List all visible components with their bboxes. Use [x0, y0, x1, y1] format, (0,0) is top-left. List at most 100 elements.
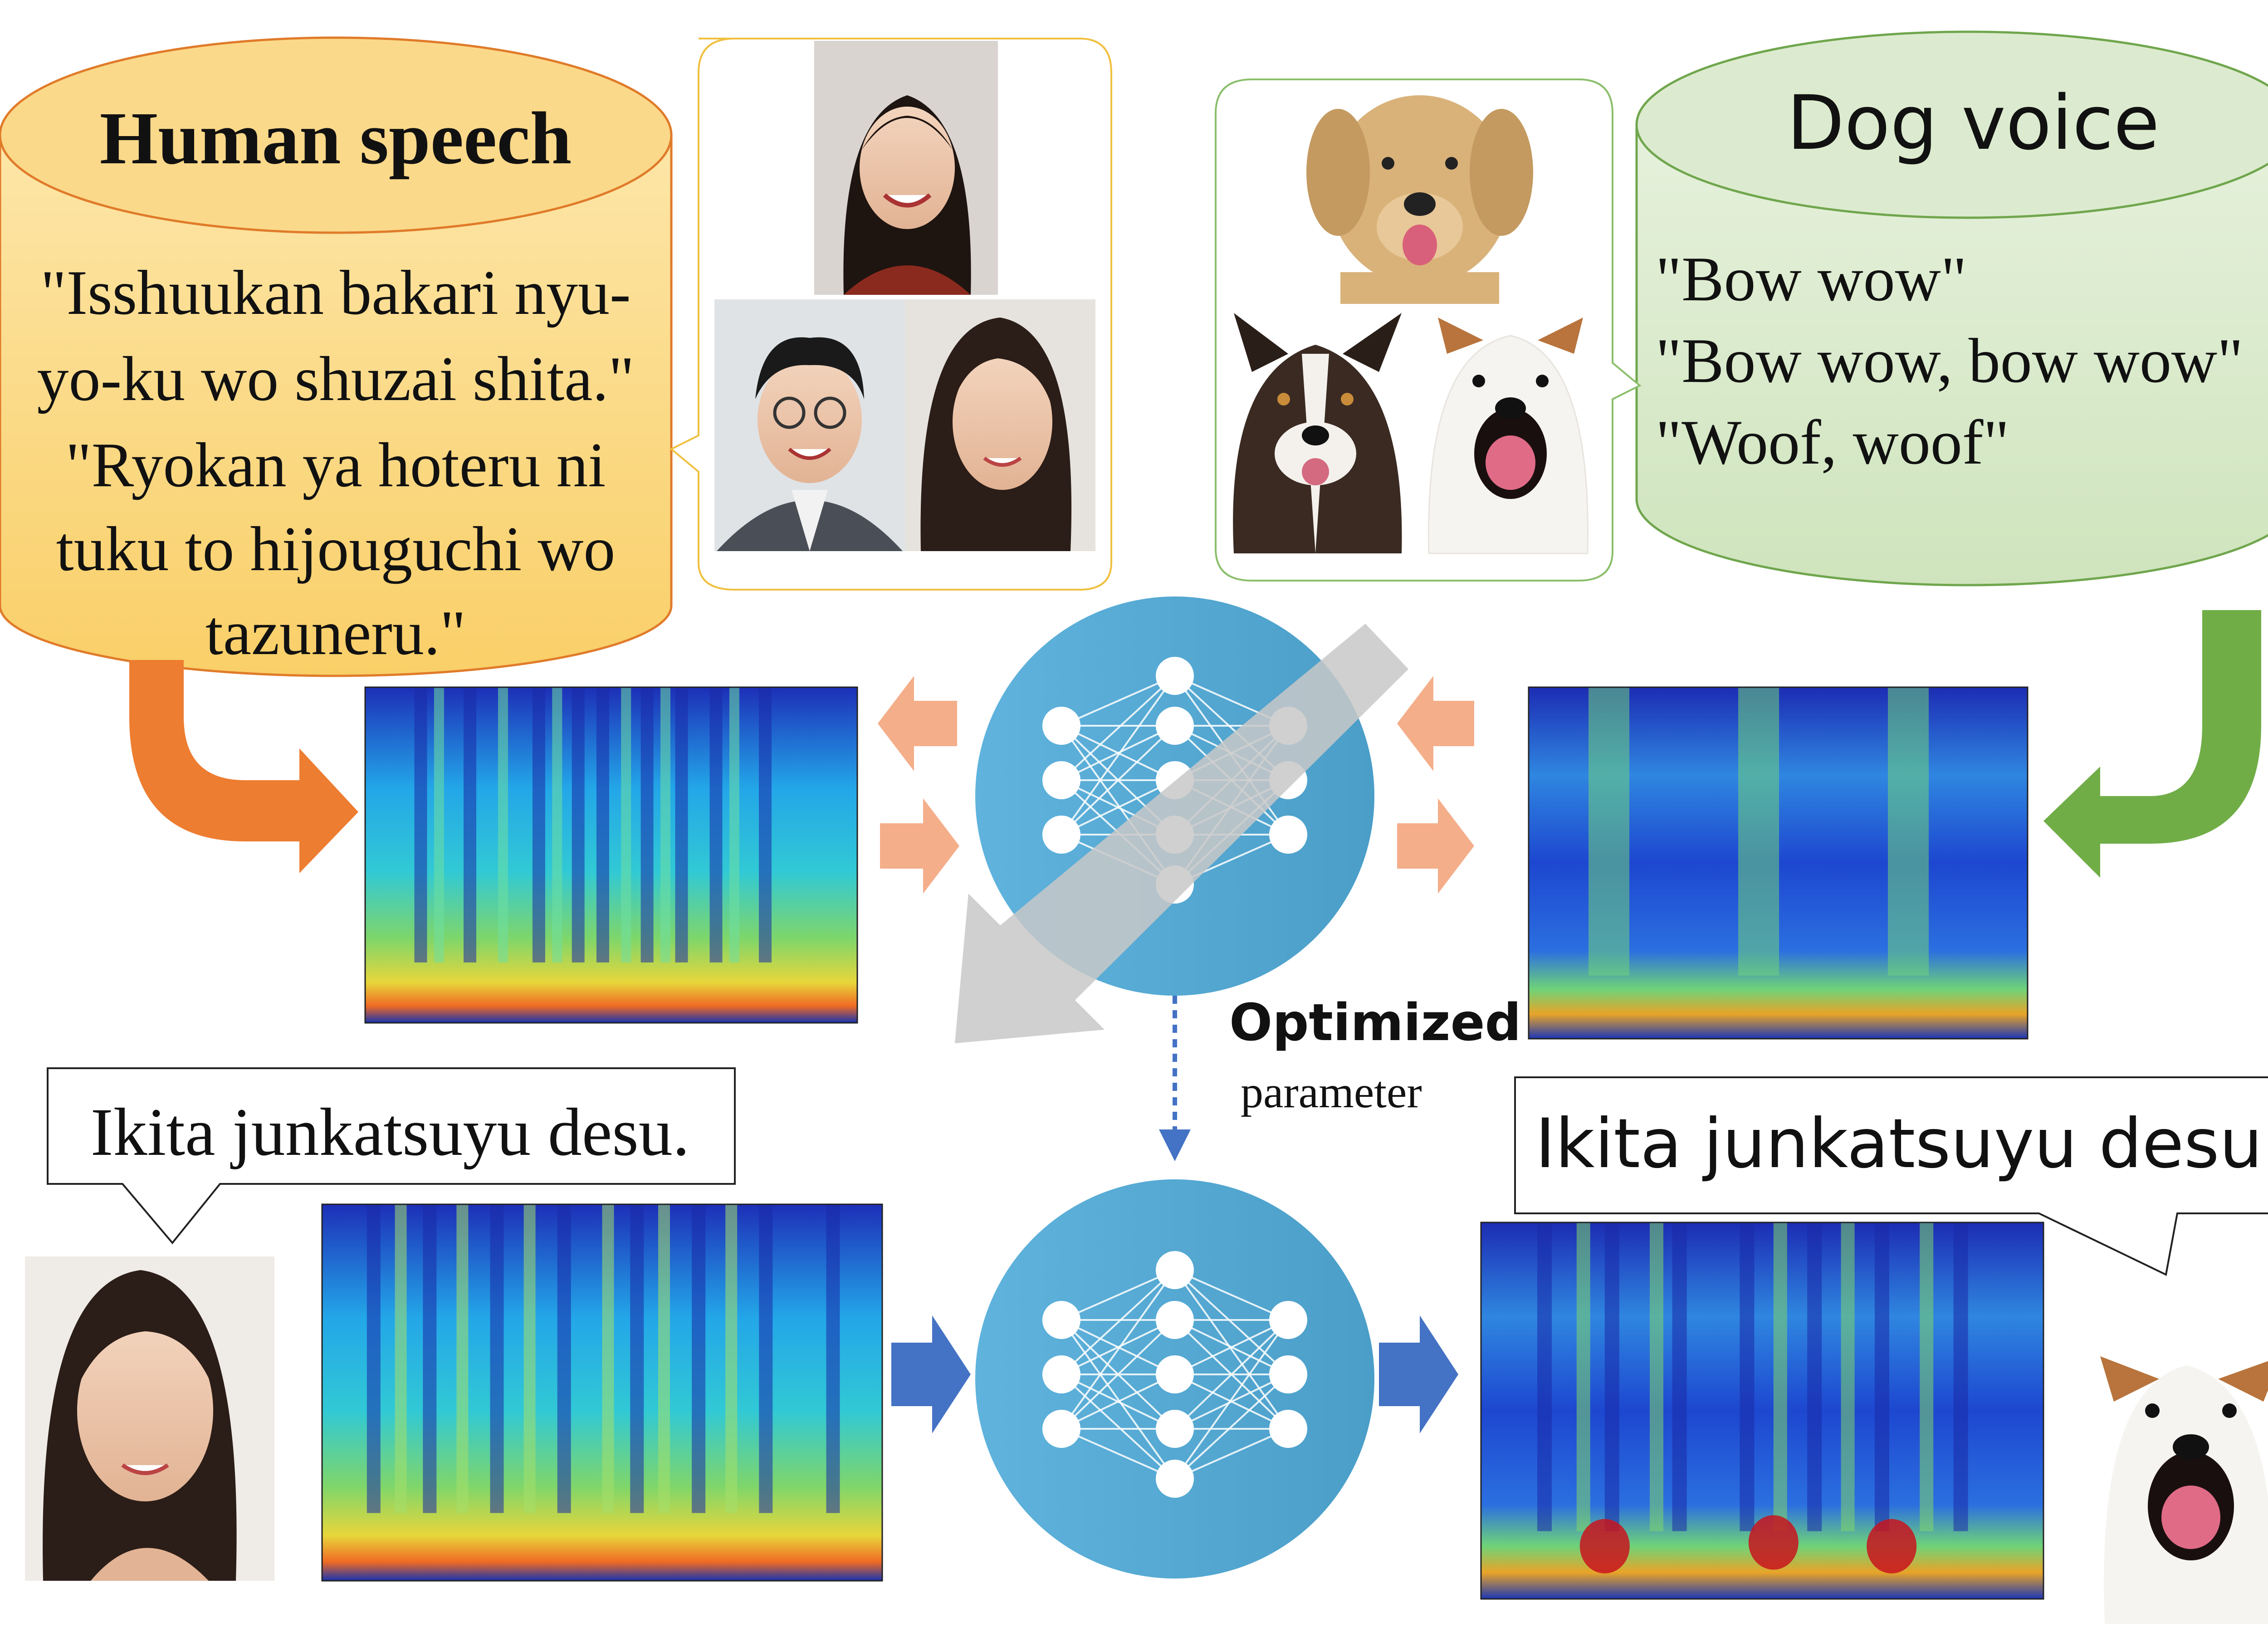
nn-to-output-arrow [1379, 1315, 1458, 1433]
nn-node [1042, 707, 1080, 745]
nn-connection [1061, 1373, 1175, 1430]
nn-to-human-spectrogram-arrow [878, 676, 957, 771]
nn-connection [1061, 675, 1176, 836]
input-to-nn-arrow [891, 1315, 971, 1433]
spectrogram-texture [759, 1204, 773, 1513]
dog-spectrogram-bottom [1480, 1222, 2044, 1600]
person-photo-woman-1 [814, 41, 998, 295]
human-to-spectrogram-arrow [129, 660, 358, 873]
nn-node [1042, 1355, 1080, 1393]
nn-node [1269, 1301, 1307, 1339]
human-spectrogram-bottom [321, 1203, 883, 1582]
spectrogram-texture [1920, 1222, 1934, 1531]
nn-connection [1061, 1373, 1176, 1480]
human-spectrogram-to-nn-arrow [880, 798, 959, 894]
nn-connection [1174, 1269, 1289, 1375]
dog-spectrogram-top [1528, 686, 2028, 1040]
human-speech-database [0, 36, 673, 677]
spectrogram-texture [395, 1204, 407, 1513]
spectrogram-texture [1672, 1222, 1687, 1531]
spectrogram-hotspot [1579, 1519, 1630, 1574]
nn-to-dog-spectrogram-right-arrow [1397, 798, 1474, 894]
spectrogram-texture [675, 687, 688, 963]
spectrogram-texture [759, 687, 772, 963]
nn-node [1156, 707, 1194, 745]
nn-connection [1061, 779, 1175, 836]
nn-connection [1174, 1373, 1289, 1480]
nn-connection [1061, 725, 1175, 781]
target-dog-photo [2100, 1356, 2268, 1624]
nn-connection [1061, 1319, 1175, 1375]
spectrogram-texture [498, 687, 508, 963]
spectrogram-texture [1576, 1222, 1590, 1531]
spectrogram-texture [630, 1204, 644, 1513]
person-photo-woman-2 [905, 299, 1095, 551]
spectrogram-texture [1953, 1222, 1968, 1531]
nn-node [1156, 1460, 1194, 1498]
spectrogram-texture [658, 1204, 670, 1513]
nn-connection [1061, 675, 1176, 781]
nn-node [1042, 1410, 1080, 1448]
spectrogram-texture [572, 687, 585, 963]
dog-voice-title: Dog voice [1787, 79, 2160, 166]
nn-node [1156, 1355, 1194, 1393]
nn-connection [1061, 675, 1175, 727]
optimized-parameter-arrow [1159, 996, 1191, 1161]
human-speech-line-3: "Ryokan ya hoteru ni [65, 430, 606, 500]
spectrogram-texture [1773, 1222, 1787, 1531]
nn-connection [1061, 1269, 1176, 1375]
dog-photo-labrador [1306, 95, 1533, 304]
spectrogram-texture [557, 1204, 571, 1513]
spectrogram-texture [692, 1204, 706, 1513]
spectrogram-texture [640, 687, 654, 963]
spectrogram-texture [1875, 1222, 1889, 1531]
spectrogram-texture [423, 1204, 437, 1513]
spectrogram-texture [490, 1204, 504, 1513]
dog-voice-line-2: "Bow wow, bow wow" [1656, 326, 2244, 396]
optimized-label: Optimized [1229, 993, 1521, 1052]
spectrogram-texture [1841, 1222, 1855, 1531]
dog-spectrogram-to-nn-left-arrow [1397, 676, 1474, 771]
dog-voice-database [1635, 30, 2268, 587]
nn-connection [1174, 1319, 1289, 1480]
parameter-label: parameter [1241, 1067, 1422, 1117]
speech-bubble-right [1514, 1076, 2268, 1276]
nn-connection [1061, 1269, 1175, 1321]
dog-to-spectrogram-arrow [2043, 610, 2261, 878]
dog-photo-jack-russell [1411, 308, 1601, 554]
nn-node [1042, 761, 1080, 799]
spectrogram-texture [464, 687, 476, 963]
human-speech-title: Human speech [99, 97, 572, 180]
spectrogram-texture [456, 1204, 469, 1513]
human-speech-line-4: tuku to hijouguchi wo [56, 514, 616, 584]
person-photo-man [714, 299, 905, 551]
spectrogram-texture [826, 1204, 840, 1513]
human-speech-line-1: "Isshuukan bakari nyu- [40, 258, 631, 328]
nn-connection [1061, 725, 1176, 836]
nn-node [1156, 1410, 1194, 1448]
spectrogram-texture [434, 687, 444, 963]
spectrogram-texture [660, 687, 670, 963]
source-speaker-photo [25, 1256, 274, 1581]
nn-connection [1174, 1319, 1289, 1375]
nn-connection [1061, 1319, 1176, 1480]
dog-voice-line-1: "Bow wow" [1656, 244, 1967, 314]
human-speech-line-5: tazuneru." [205, 598, 466, 668]
parameter-transfer-gray-arrow [955, 624, 1408, 1043]
nn-node [1269, 816, 1307, 854]
nn-connection [1174, 1319, 1289, 1430]
nn-connection [1174, 1428, 1289, 1480]
spectrogram-texture [729, 687, 739, 963]
dog-voice-line-3: "Woof, woof" [1656, 407, 2009, 478]
spectrogram-texture [709, 687, 723, 963]
spectrogram-texture [621, 687, 631, 963]
nn-connection [1174, 1269, 1289, 1430]
nn-node [1156, 1301, 1194, 1339]
spectrogram-texture [532, 687, 545, 963]
spectrogram-texture [602, 1204, 614, 1513]
spectrogram-texture [1807, 1222, 1822, 1531]
dog-photo-border-collie [1220, 308, 1411, 553]
spectrogram-texture [414, 687, 427, 963]
nn-connection [1174, 1269, 1289, 1321]
nn-connection [1061, 1269, 1176, 1430]
